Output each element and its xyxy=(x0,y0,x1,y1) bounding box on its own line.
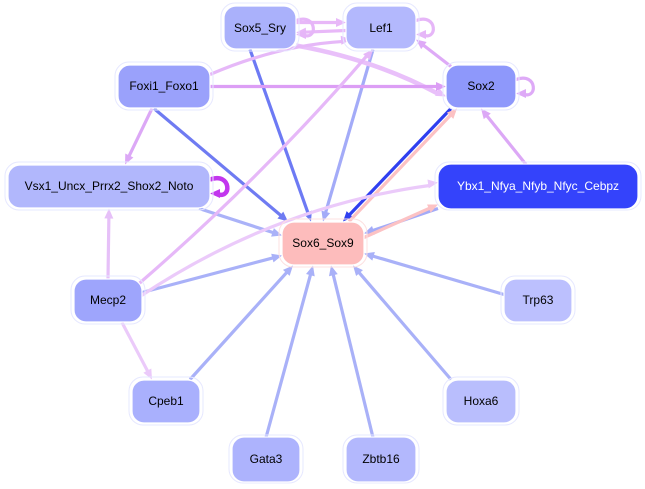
edge-sox6_sox9-to-sox2 xyxy=(347,108,457,223)
edge-sox2-to-sox2 xyxy=(515,76,535,98)
node-sox2[interactable]: Sox2 xyxy=(442,61,520,111)
arrowhead-icon xyxy=(296,30,306,39)
edge-line xyxy=(357,270,453,381)
node-lef1[interactable]: Lef1 xyxy=(342,2,420,52)
edge-line xyxy=(141,255,275,295)
edge-line xyxy=(331,272,375,438)
arrowhead-icon xyxy=(321,210,331,222)
edge-sox5_sry-to-sox5_sry xyxy=(295,17,315,39)
edge-line xyxy=(484,113,528,166)
edge-vsx1-to-sox6_sox9 xyxy=(198,206,282,237)
node-label: Sox5_Sry xyxy=(234,21,286,35)
edge-lef1-to-lef1 xyxy=(415,17,435,39)
edge-hoxa6-to-sox6_sox9 xyxy=(353,265,453,381)
arrowhead-icon xyxy=(516,89,526,98)
edge-mecp2-to-cpeb1 xyxy=(120,321,152,380)
edge-sox5_sry-to-lef1 xyxy=(296,18,346,27)
arrowhead-icon xyxy=(104,208,114,219)
edge-mecp2-to-vsx1 xyxy=(104,208,114,279)
edge-vsx1-to-vsx1 xyxy=(209,175,230,198)
edge-sox2-to-lef1 xyxy=(416,39,452,68)
edge-line xyxy=(248,48,310,215)
node-foxi1-foxo1[interactable]: Foxi1_Foxo1 xyxy=(114,61,214,111)
arrowhead-icon xyxy=(436,82,446,91)
edge-gata3-to-sox6_sox9 xyxy=(264,265,315,438)
edge-foxi1_foxo1-to-sox2 xyxy=(210,82,446,91)
arrowhead-icon xyxy=(336,18,346,27)
node-label: Mecp2 xyxy=(90,293,126,307)
edge-mecp2-to-sox6_sox9 xyxy=(141,253,282,295)
node-mecp2[interactable]: Mecp2 xyxy=(70,275,146,325)
edge-line xyxy=(106,216,111,279)
edge-foxi1_foxo1-to-sox6_sox9 xyxy=(152,107,288,222)
edge-trp63-to-sox6_sox9 xyxy=(364,251,505,297)
edge-cpeb1-to-sox6_sox9 xyxy=(188,265,293,381)
arrowhead-icon xyxy=(481,108,491,120)
node-label: Foxi1_Foxo1 xyxy=(129,79,199,93)
edge-sox6_sox9-to-ybx1 xyxy=(363,204,438,239)
edge-line xyxy=(303,28,347,34)
edge-ybx1-to-sox2 xyxy=(481,108,528,166)
node-cpeb1[interactable]: Cpeb1 xyxy=(128,376,204,426)
node-hoxa6[interactable]: Hoxa6 xyxy=(442,376,520,426)
edge-line xyxy=(347,113,453,223)
edge-line xyxy=(152,107,283,218)
edge-mecp2-to-lef1 xyxy=(136,49,373,286)
edge-mecp2-to-ybx1 xyxy=(139,179,438,298)
node-vsx1-uncx-prrx2-shox2-noto[interactable]: Vsx1_Uncx_Prrx2_Shox2_Noto xyxy=(4,161,214,211)
node-label: Vsx1_Uncx_Prrx2_Shox2_Noto xyxy=(25,179,194,193)
edge-line xyxy=(209,39,344,76)
arrowhead-icon xyxy=(416,30,426,39)
edge-lef1-to-sox6_sox9 xyxy=(321,49,375,222)
edge-line xyxy=(136,54,369,286)
edge-line xyxy=(139,183,431,298)
nodes-layer: Sox5_Sry Lef1 Foxi1_Foxo1 Sox2 Vsx1_Uncx… xyxy=(4,2,642,484)
node-label: Ybx1_Nfya_Nfyb_Nfyc_Cebpz xyxy=(457,179,619,193)
node-label: Trp63 xyxy=(523,293,554,307)
arrowhead-icon xyxy=(427,179,438,189)
edge-foxi1_foxo1-to-vsx1 xyxy=(125,107,154,165)
arrowhead-icon xyxy=(306,265,315,277)
node-label: Sox6_Sox9 xyxy=(292,236,354,250)
arrowhead-icon xyxy=(363,49,373,61)
node-label: Gata3 xyxy=(250,452,283,466)
node-label: Zbtb16 xyxy=(362,452,400,466)
node-trp63[interactable]: Trp63 xyxy=(500,275,576,325)
edges-layer xyxy=(104,17,535,438)
node-sox6-sox9[interactable]: Sox6_Sox9 xyxy=(278,218,368,268)
arrowhead-icon xyxy=(353,265,363,277)
arrowhead-icon xyxy=(282,265,293,276)
node-label: Hoxa6 xyxy=(464,394,499,408)
edge-line xyxy=(127,107,154,158)
edge-zbtb16-to-sox6_sox9 xyxy=(329,265,375,438)
node-label: Lef1 xyxy=(369,21,393,35)
node-label: Sox2 xyxy=(467,79,495,93)
edge-line xyxy=(264,272,313,438)
edge-line xyxy=(363,206,432,239)
node-zbtb16[interactable]: Zbtb16 xyxy=(342,434,420,484)
edge-line xyxy=(421,43,452,68)
node-label: Cpeb1 xyxy=(148,394,184,408)
edge-line xyxy=(120,321,150,374)
arrowhead-icon xyxy=(210,189,220,198)
arrowhead-icon xyxy=(277,211,288,222)
node-ybx1-nfya-nfyb-nfyc-cebpz[interactable]: Ybx1_Nfya_Nfyb_Nfyc_Cebpz xyxy=(434,161,642,211)
edge-line xyxy=(198,206,275,235)
edge-line xyxy=(323,49,375,215)
arrowhead-icon xyxy=(271,228,282,237)
edge-line xyxy=(347,107,453,217)
arrowhead-icon xyxy=(446,108,457,119)
edge-line xyxy=(371,254,505,297)
arrowhead-icon xyxy=(427,204,438,213)
node-sox5-sry[interactable]: Sox5_Sry xyxy=(220,2,300,52)
node-gata3[interactable]: Gata3 xyxy=(228,434,304,484)
edge-line xyxy=(188,270,289,381)
arrowhead-icon xyxy=(329,265,338,277)
